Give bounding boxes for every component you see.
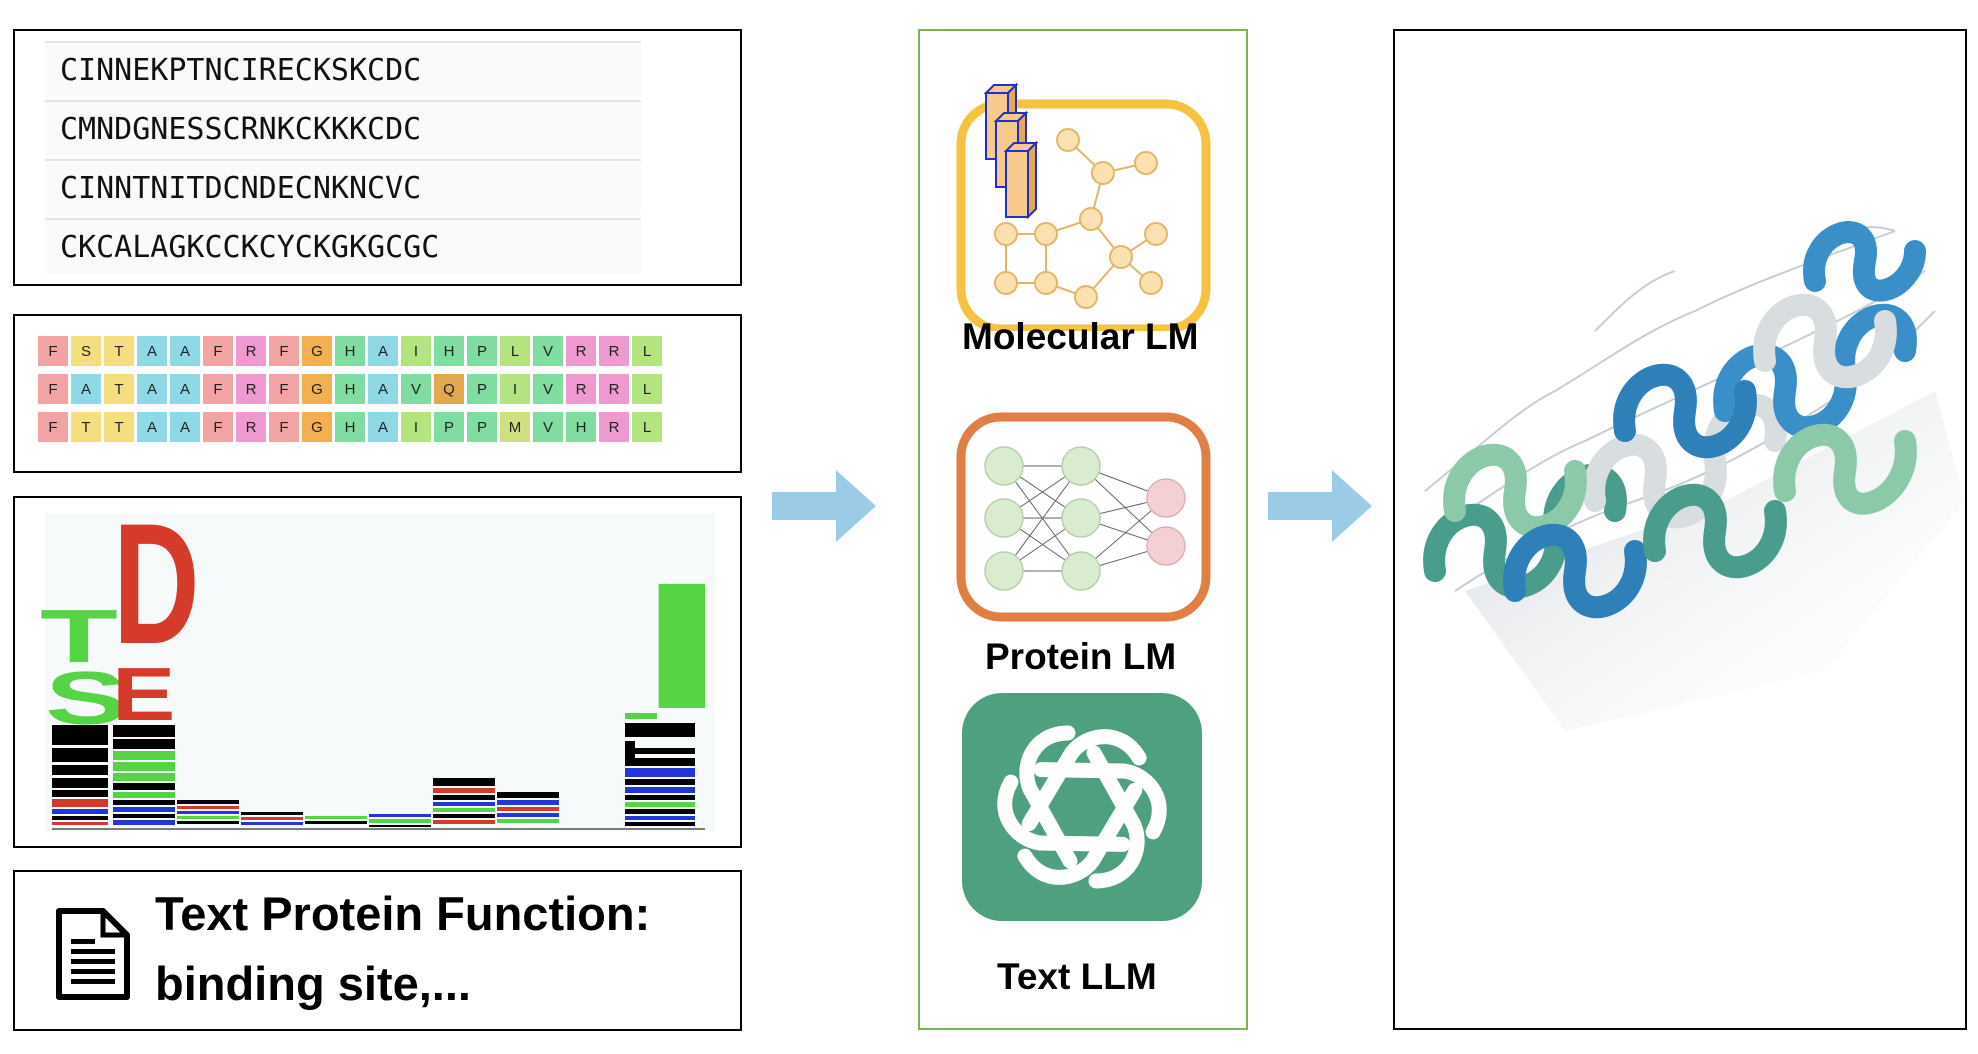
residue-cell: T [71,412,101,442]
residue-cell: I [500,374,530,404]
residue-cell: A [170,336,200,366]
text-llm-label: Text LLM [997,956,1157,997]
logo-letter-t: T [40,595,118,679]
residue-cell: R [236,336,266,366]
residue-cell: A [170,412,200,442]
residue-cell: A [368,412,398,442]
model-panel: Molecular LM Protein LM [918,29,1248,1030]
residue-cell: R [599,374,629,404]
residue-cell: L [632,374,662,404]
sequence-row: CINNTNITDCNDECNKNCVC [45,159,641,215]
residue-cell: A [137,336,167,366]
residue-cell: R [566,374,596,404]
molecular-lm-label: Molecular LM [962,316,1199,357]
residue-cell: T [104,374,134,404]
residue-cell: A [137,412,167,442]
arrow-right-icon [1268,470,1372,542]
logo-letter-e: E [112,653,175,736]
residue-cell: P [467,412,497,442]
residue-cell: H [434,336,464,366]
openai-logo-icon [962,693,1202,921]
residue-cell: A [137,374,167,404]
sequence-row: CKCALAGKCCKCYCKGKGCGC [45,218,641,274]
residue-cell: L [500,336,530,366]
residue-cell: T [104,412,134,442]
residue-cell: G [302,374,332,404]
residue-cell: G [302,412,332,442]
residue-cell: F [203,412,233,442]
residue-cell: A [368,374,398,404]
residue-cell: F [38,374,68,404]
residue-cell: A [71,374,101,404]
sequence-row: CMNDGNESSCRNKCKKKCDC [45,100,641,156]
neural-network-icon [956,412,1211,622]
residue-cell: R [599,336,629,366]
residue-cell: H [335,412,365,442]
residue-cell: H [335,374,365,404]
logo-letter-d: D [113,498,200,680]
residue-cell: T [104,336,134,366]
residue-cell: H [335,336,365,366]
residue-cell: F [38,336,68,366]
residue-cell: V [401,374,431,404]
residue-cell: F [269,412,299,442]
residue-cell: L [632,412,662,442]
sequence-logo-panel: T S D E [13,489,742,848]
residue-cell: I [401,412,431,442]
residue-cell: F [203,374,233,404]
protein-lm-label: Protein LM [985,636,1177,677]
structure-panel [1393,29,1967,1030]
residue-cell: P [467,374,497,404]
sequence-panel: CINNEKPTNCIRECKSKCDC CMNDGNESSCRNKCKKKCD… [13,29,742,286]
residue-cell: F [269,374,299,404]
residue-cell: R [236,374,266,404]
sequence-row: CINNEKPTNCIRECKSKCDC [45,41,641,97]
arrow-right-icon [772,470,876,542]
protein-structure-image [1423,221,1965,731]
residue-cell: Q [434,374,464,404]
document-icon [56,908,130,1000]
residue-cell: G [302,336,332,366]
residue-cell: A [368,336,398,366]
function-title: Text Protein Function: [155,887,651,940]
residue-cell: L [632,336,662,366]
residue-cell: R [566,336,596,366]
residue-cell: F [38,412,68,442]
residue-cell: F [269,336,299,366]
sequence-logo: T S D E [40,489,727,831]
residue-cell: R [599,412,629,442]
molecule-graph-icon [956,82,1211,331]
residue-cell: P [434,412,464,442]
residue-cell: I [401,336,431,366]
function-detail: binding site,... [155,957,471,1010]
residue-cell: V [533,336,563,366]
residue-cell: V [533,412,563,442]
function-text-panel: Text Protein Function: binding site,... [13,870,742,1031]
residue-cell: M [500,412,530,442]
residue-cell: S [71,336,101,366]
residue-cell: R [236,412,266,442]
residue-cell: H [566,412,596,442]
residue-cell: V [533,374,563,404]
residue-cell: A [170,374,200,404]
residue-cell: P [467,336,497,366]
residue-cell: F [203,336,233,366]
